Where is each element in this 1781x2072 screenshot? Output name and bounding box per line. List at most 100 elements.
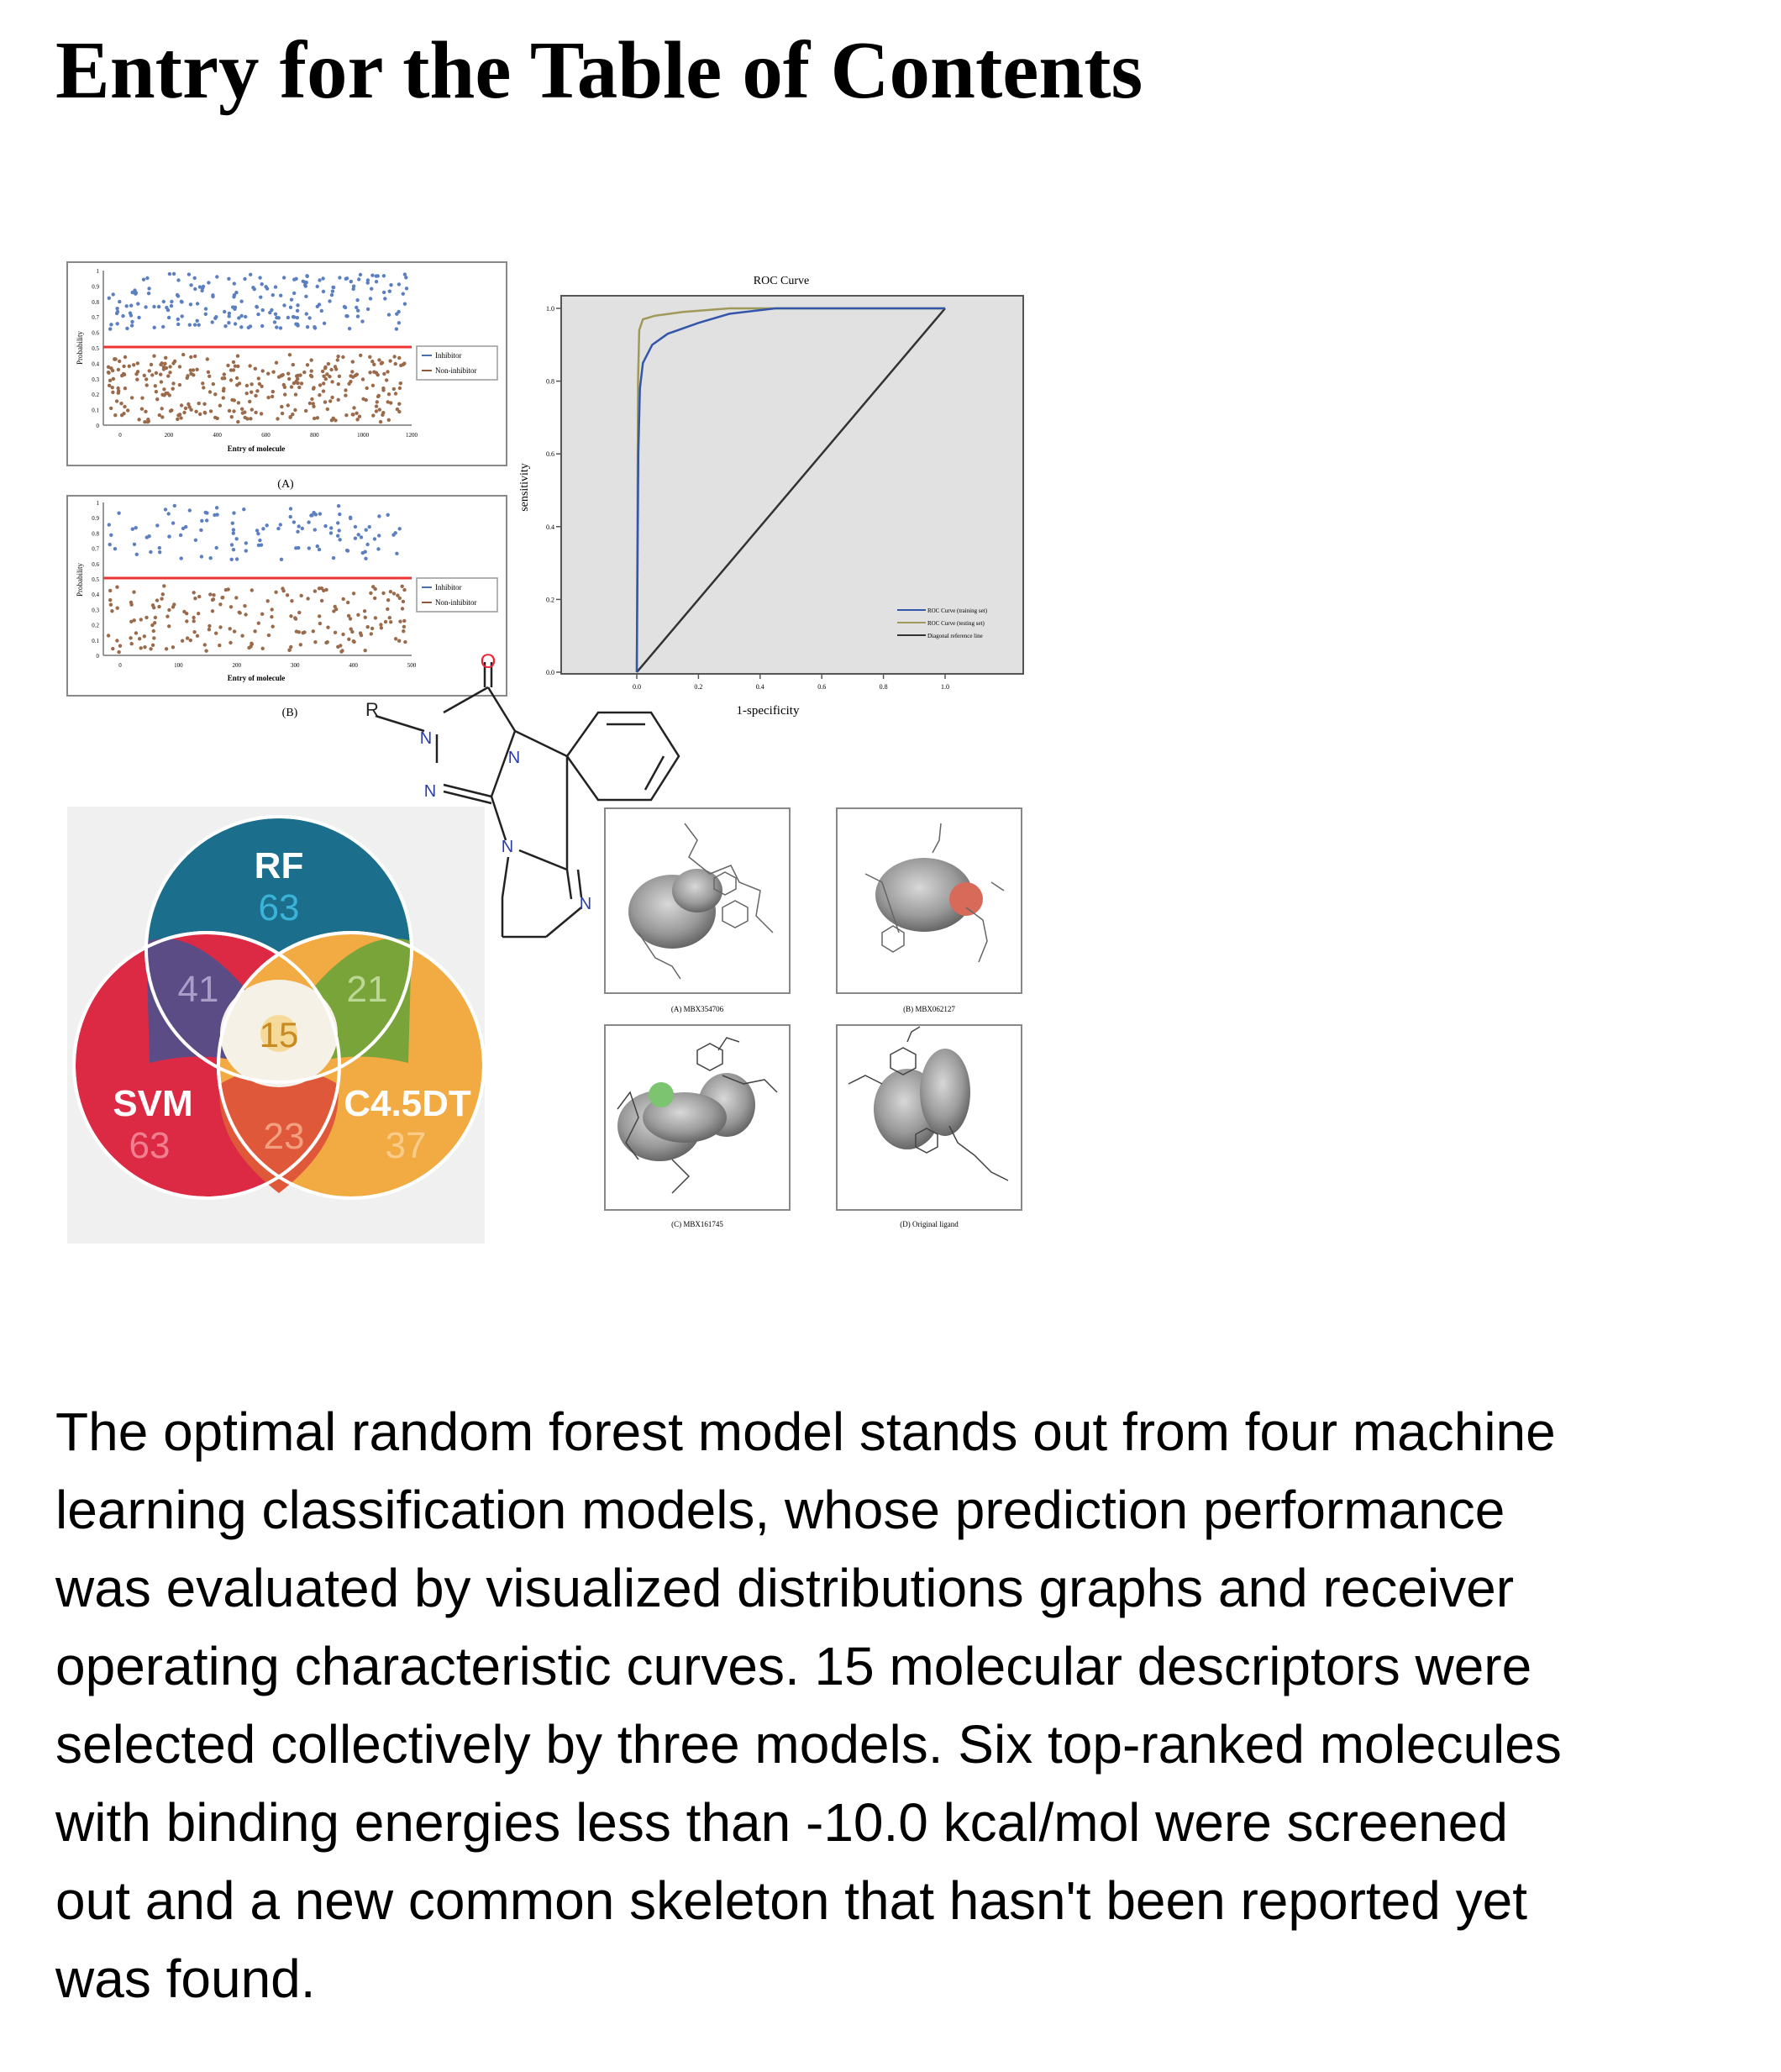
non-inhibitor-point — [399, 363, 403, 368]
inhibitor-point — [301, 279, 305, 283]
non-inhibitor-point — [256, 621, 260, 625]
non-inhibitor-point — [352, 639, 356, 644]
inhibitor-point — [296, 303, 300, 308]
inhibitor-point — [276, 526, 281, 531]
non-inhibitor-point — [255, 389, 260, 393]
roc-legend-testing: ROC Curve (testing set) — [927, 620, 985, 627]
non-inhibitor-point — [259, 412, 264, 416]
inhibitor-point — [337, 529, 341, 533]
inhibitor-point — [239, 313, 244, 318]
non-inhibitor-point — [162, 584, 166, 588]
inhibitor-point — [275, 325, 279, 329]
non-inhibitor-point — [372, 370, 376, 374]
non-inhibitor-point — [336, 355, 340, 359]
x-tick-label: 500 — [407, 662, 417, 669]
inhibitor-point — [199, 555, 204, 559]
inhibitor-point — [367, 524, 371, 529]
x-tick-label: 200 — [165, 432, 174, 439]
non-inhibitor-point — [192, 591, 196, 595]
abstract-line-4: operating characteristic curves. 15 mole… — [55, 1636, 1532, 1696]
non-inhibitor-point — [164, 647, 169, 651]
inhibitor-point — [356, 533, 360, 537]
non-inhibitor-point — [187, 405, 192, 409]
non-inhibitor-point — [109, 406, 113, 411]
inhibitor-point — [176, 322, 181, 327]
non-inhibitor-point — [249, 417, 253, 421]
non-inhibitor-point — [297, 630, 301, 634]
non-inhibitor-point — [323, 400, 328, 404]
inhibitor-point — [256, 532, 260, 536]
x-tick-label: 300 — [291, 662, 300, 669]
non-inhibitor-point — [189, 408, 193, 412]
docking-caption-c: (C) MBX161745 — [671, 1220, 723, 1228]
svg-text:N: N — [420, 729, 432, 748]
non-inhibitor-point — [168, 371, 172, 375]
venn-count-all: 15 — [260, 1015, 299, 1054]
non-inhibitor-point — [362, 609, 367, 613]
non-inhibitor-point — [381, 413, 385, 417]
non-inhibitor-point — [287, 376, 292, 381]
roc-y-tick-label: 1.0 — [546, 305, 554, 313]
y-tick-label: 0.5 — [92, 576, 99, 583]
non-inhibitor-point — [232, 629, 237, 634]
docking-panel-d: (D) Original ligand — [836, 1024, 1022, 1228]
non-inhibitor-point — [308, 373, 313, 378]
roc-title: ROC Curve — [754, 275, 810, 287]
inhibitor-point — [136, 302, 140, 306]
inhibitor-point — [176, 278, 181, 282]
inhibitor-point — [215, 513, 219, 517]
svg-text:N: N — [508, 749, 520, 767]
inhibitor-point — [130, 290, 134, 295]
inhibitor-point — [363, 550, 367, 554]
non-inhibitor-point — [147, 369, 151, 373]
non-inhibitor-point — [171, 387, 175, 391]
roc-y-tick-label: 0.6 — [546, 450, 554, 458]
non-inhibitor-point — [122, 412, 126, 416]
inhibitor-point — [397, 527, 402, 531]
non-inhibitor-point — [371, 413, 376, 418]
inhibitor-point — [227, 314, 231, 318]
non-inhibitor-point — [176, 413, 181, 418]
non-inhibitor-point — [189, 371, 193, 376]
non-inhibitor-point — [244, 392, 249, 396]
y-tick-label: 0.8 — [92, 530, 99, 537]
non-inhibitor-point — [177, 365, 182, 369]
non-inhibitor-point — [113, 413, 118, 418]
non-inhibitor-point — [326, 361, 331, 366]
inhibitor-point — [397, 321, 402, 325]
inhibitor-point — [214, 506, 219, 510]
inhibitor-point — [294, 276, 298, 281]
inhibitor-point — [231, 531, 235, 535]
non-inhibitor-point — [160, 415, 165, 419]
non-inhibitor-point — [335, 358, 339, 362]
inhibitor-point — [397, 309, 401, 314]
inhibitor-point — [132, 542, 137, 546]
non-inhibitor-point — [299, 593, 303, 598]
non-inhibitor-point — [290, 599, 294, 603]
inhibitor-point — [239, 299, 244, 303]
inhibitor-point — [351, 287, 355, 292]
non-inhibitor-point — [117, 649, 121, 655]
roc-x-tick-label: 0.8 — [880, 683, 888, 691]
inhibitor-point — [134, 526, 138, 530]
non-inhibitor-point — [115, 639, 119, 643]
non-inhibitor-point — [140, 396, 144, 400]
inhibitor-point — [288, 514, 292, 519]
inhibitor-point — [215, 275, 219, 279]
non-inhibitor-point — [386, 400, 390, 404]
inhibitor-point — [155, 523, 160, 528]
non-inhibitor-point — [266, 633, 271, 638]
non-inhibitor-point — [181, 352, 186, 357]
non-inhibitor-point — [318, 621, 323, 626]
inhibitor-point — [203, 307, 208, 311]
venn-count-c45: 37 — [386, 1125, 427, 1166]
inhibitor-point — [259, 543, 264, 547]
non-inhibitor-point — [135, 361, 139, 365]
roc-ylabel: sensitivity — [518, 463, 531, 512]
inhibitor-point — [355, 298, 360, 302]
inhibitor-point — [171, 271, 176, 276]
non-inhibitor-point — [253, 629, 257, 634]
inhibitor-point — [232, 511, 236, 515]
inhibitor-point — [205, 518, 209, 523]
inhibitor-point — [297, 524, 301, 529]
